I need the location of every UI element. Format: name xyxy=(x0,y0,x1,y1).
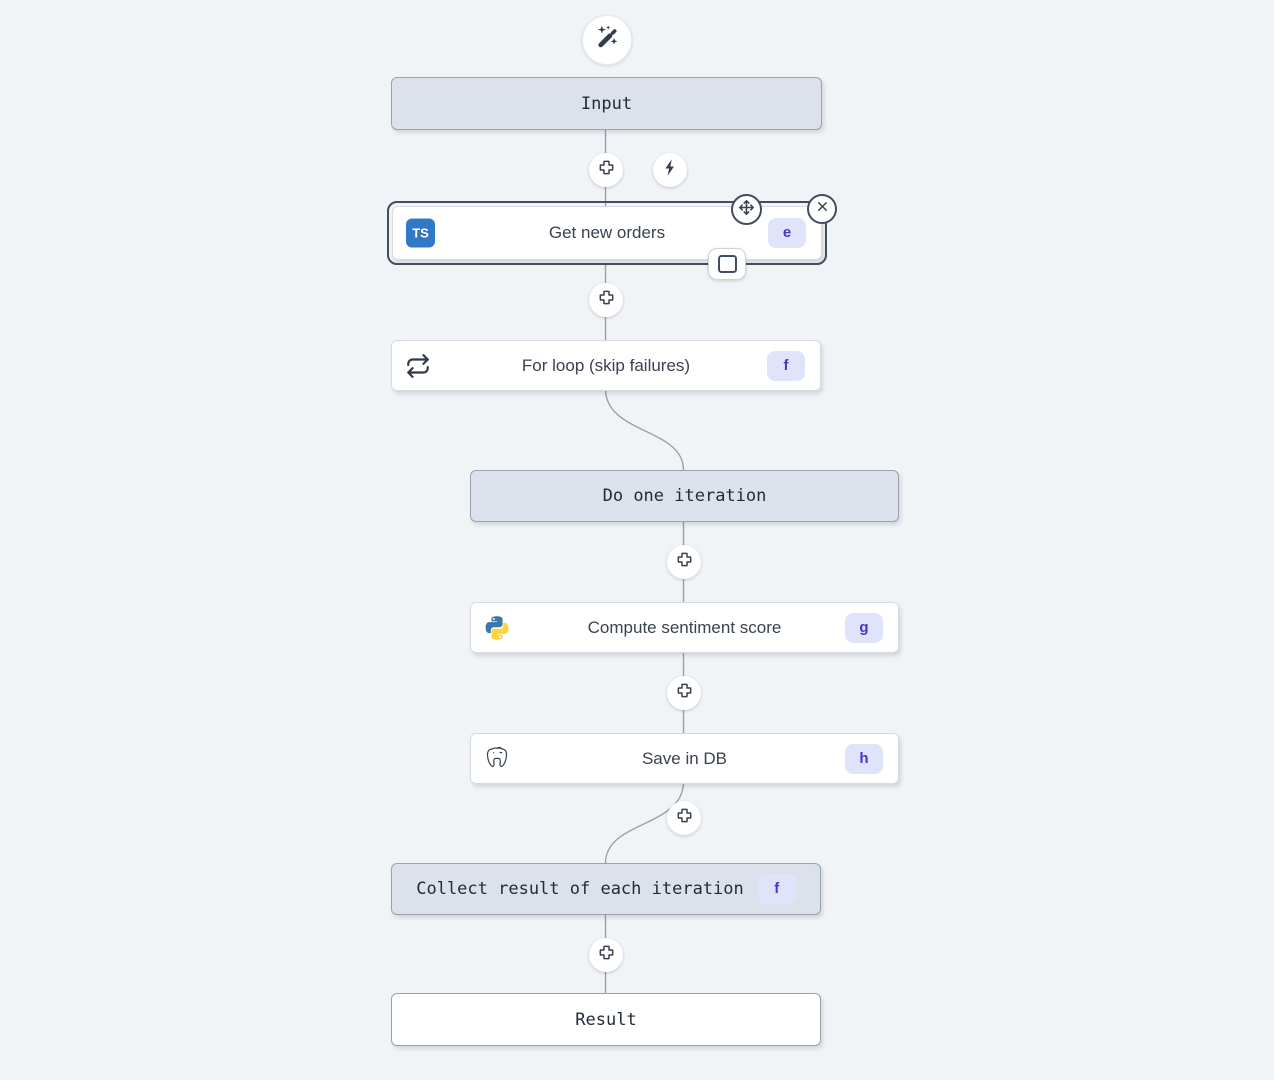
typescript-icon: TS xyxy=(406,218,435,248)
node-id-badge: f xyxy=(757,874,796,904)
node-do-one-iteration[interactable]: Do one iteration xyxy=(470,470,899,522)
add-step-button-6[interactable] xyxy=(589,938,623,972)
node-save-in-db-label: Save in DB xyxy=(641,748,728,768)
node-save-in-db[interactable]: Save in DB h xyxy=(470,733,899,784)
postgresql-icon xyxy=(484,746,510,772)
node-for-loop[interactable]: For loop (skip failures) f xyxy=(391,340,821,391)
add-step-button-4[interactable] xyxy=(667,676,701,710)
node-do-one-iteration-label: Do one iteration xyxy=(602,486,767,506)
node-compute-sentiment-score[interactable]: Compute sentiment score g xyxy=(470,602,899,653)
node-compute-sentiment-score-label: Compute sentiment score xyxy=(587,617,782,637)
move-node-button[interactable] xyxy=(731,194,762,225)
add-step-button-1[interactable] xyxy=(589,153,623,187)
square-icon xyxy=(717,255,737,273)
plus-icon xyxy=(597,288,616,312)
plus-icon xyxy=(675,550,694,574)
plus-icon xyxy=(675,681,694,705)
close-icon xyxy=(815,199,830,219)
node-input[interactable]: Input xyxy=(391,77,822,130)
move-icon xyxy=(738,199,755,221)
wand-sparkles-icon xyxy=(594,24,621,56)
node-collect-result-label: Collect result of each iteration xyxy=(416,879,744,899)
plus-icon xyxy=(675,806,694,830)
node-id-badge: f xyxy=(767,350,805,381)
add-trigger-button[interactable] xyxy=(653,153,687,187)
node-input-label: Input xyxy=(580,93,633,114)
remove-node-button[interactable] xyxy=(807,194,837,224)
add-step-button-5[interactable] xyxy=(667,801,701,835)
plus-icon xyxy=(597,943,616,967)
node-result-label: Result xyxy=(575,1009,637,1030)
plus-icon xyxy=(597,158,616,182)
node-select-checkbox[interactable] xyxy=(708,248,746,280)
node-id-badge: e xyxy=(768,218,806,248)
node-collect-result[interactable]: Collect result of each iteration f xyxy=(391,863,821,915)
node-result[interactable]: Result xyxy=(391,993,821,1046)
add-step-button-2[interactable] xyxy=(589,283,623,317)
node-id-badge: h xyxy=(845,743,883,774)
node-for-loop-label: For loop (skip failures) xyxy=(521,355,691,375)
add-step-button-3[interactable] xyxy=(667,545,701,579)
node-get-new-orders-label: Get new orders xyxy=(548,223,666,242)
ai-builder-button[interactable] xyxy=(582,15,632,65)
node-id-badge: g xyxy=(845,612,883,643)
python-icon xyxy=(484,615,510,641)
lightning-icon xyxy=(661,158,680,182)
repeat-icon xyxy=(405,353,431,379)
